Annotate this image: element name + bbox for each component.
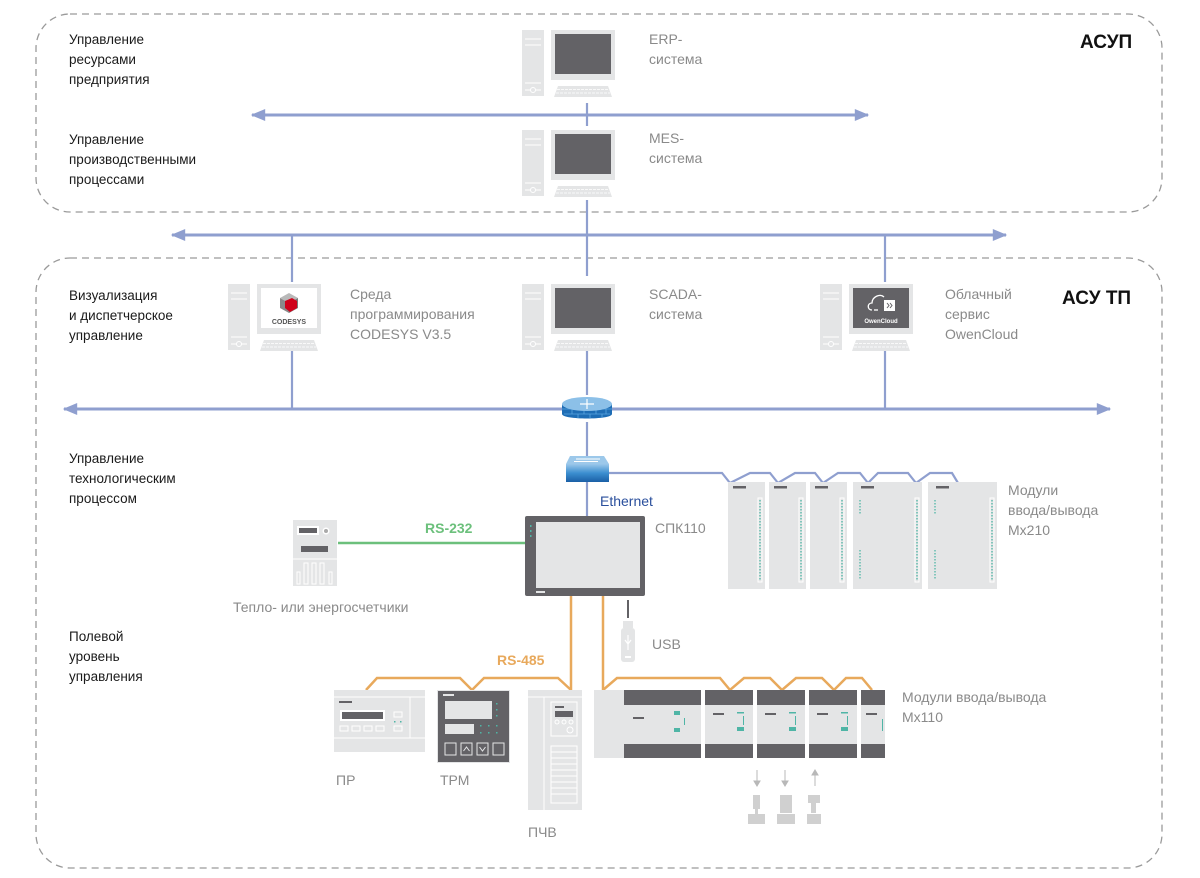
mes-screen [555, 134, 611, 174]
scada-computer [521, 283, 616, 352]
mx210-module [810, 482, 847, 589]
level-label-visualization: Визуализация и диспетчерское управление [69, 288, 173, 343]
erp-screen [555, 34, 611, 74]
arrow-up-icon [811, 769, 819, 786]
mx210-modules [728, 482, 997, 589]
rs485-field-chain [365, 676, 572, 692]
trm-controller-device [437, 690, 510, 763]
owencloud-logo-icon [867, 294, 895, 311]
spk110-panel [525, 516, 645, 596]
mx110-label: Модули ввода/вывода Mx110 [902, 689, 1047, 725]
pump-icon [777, 795, 795, 824]
usb-drive-icon [621, 600, 635, 662]
mes-computer [521, 129, 616, 198]
owencloud-logo-text: OwenCloud [864, 319, 898, 325]
rs232-label: RS-232 [425, 520, 473, 536]
pchv-label: ПЧВ [528, 824, 557, 840]
codesys-computer: CODESYS [227, 283, 322, 352]
rs485-mx110-chain [602, 676, 873, 692]
mes-label: MES- система [649, 130, 703, 166]
scada-screen [555, 288, 611, 328]
rs485-label: RS-485 [497, 652, 545, 668]
mx110-base-module [594, 690, 624, 758]
asup-zone-border [35, 13, 1163, 213]
mx110-module [861, 690, 885, 758]
level-label-field: Полевой уровень управления [69, 629, 143, 684]
trm-label: ТРМ [440, 772, 470, 788]
mx110-module [809, 690, 857, 758]
mx210-module [769, 482, 806, 589]
level-label-mes: Управление производственными процессами [69, 132, 197, 187]
mx210-label: Модули ввода/вывода Mx210 [1008, 482, 1099, 538]
erp-computer [521, 29, 616, 98]
usb-label: USB [652, 636, 681, 652]
mx110-modules [594, 690, 885, 758]
level-label-technological: Управление технологическим процессом [69, 451, 176, 506]
owencloud-computer: OwenCloud [819, 283, 914, 352]
codesys-logo-icon [280, 293, 298, 313]
valve-icon [748, 795, 765, 824]
arrow-down-icon [753, 770, 761, 787]
owencloud-label: Облачный сервис OwenCloud [945, 286, 1019, 342]
ethernet-label: Ethernet [600, 493, 653, 509]
erp-label: ERP- система [649, 31, 703, 67]
sensor-icon [807, 795, 821, 824]
mx110-module [757, 690, 805, 758]
asutp-zone-title: АСУ ТП [1062, 288, 1132, 309]
arrow-down-icon [781, 770, 789, 787]
energy-meters-label: Тепло- или энергосчетчики [233, 599, 409, 615]
codesys-logo-text: CODESYS [272, 319, 307, 326]
level-label-erp: Управление ресурсами предприятия [69, 32, 150, 87]
spk110-label: СПК110 [655, 520, 706, 536]
asutp-zone-border [35, 257, 1163, 869]
pchv-frequency-drive [528, 690, 582, 810]
mx110-module [624, 690, 701, 758]
mx110-module [705, 690, 753, 758]
network-switch-icon [566, 456, 609, 482]
scada-label: SCADA- система [649, 286, 703, 322]
mx210-ethernet-chain [608, 471, 959, 485]
mx210-module [928, 482, 997, 589]
asup-zone-title: АСУП [1080, 32, 1133, 53]
mx210-module [728, 482, 765, 589]
pr-label: ПР [336, 772, 356, 788]
mx210-module [853, 482, 922, 589]
codesys-label: Среда программирования CODESYS V3.5 [350, 286, 475, 342]
router-firewall-icon [562, 397, 612, 419]
energy-meter-device [293, 520, 337, 586]
pr-relay-device [334, 690, 425, 752]
